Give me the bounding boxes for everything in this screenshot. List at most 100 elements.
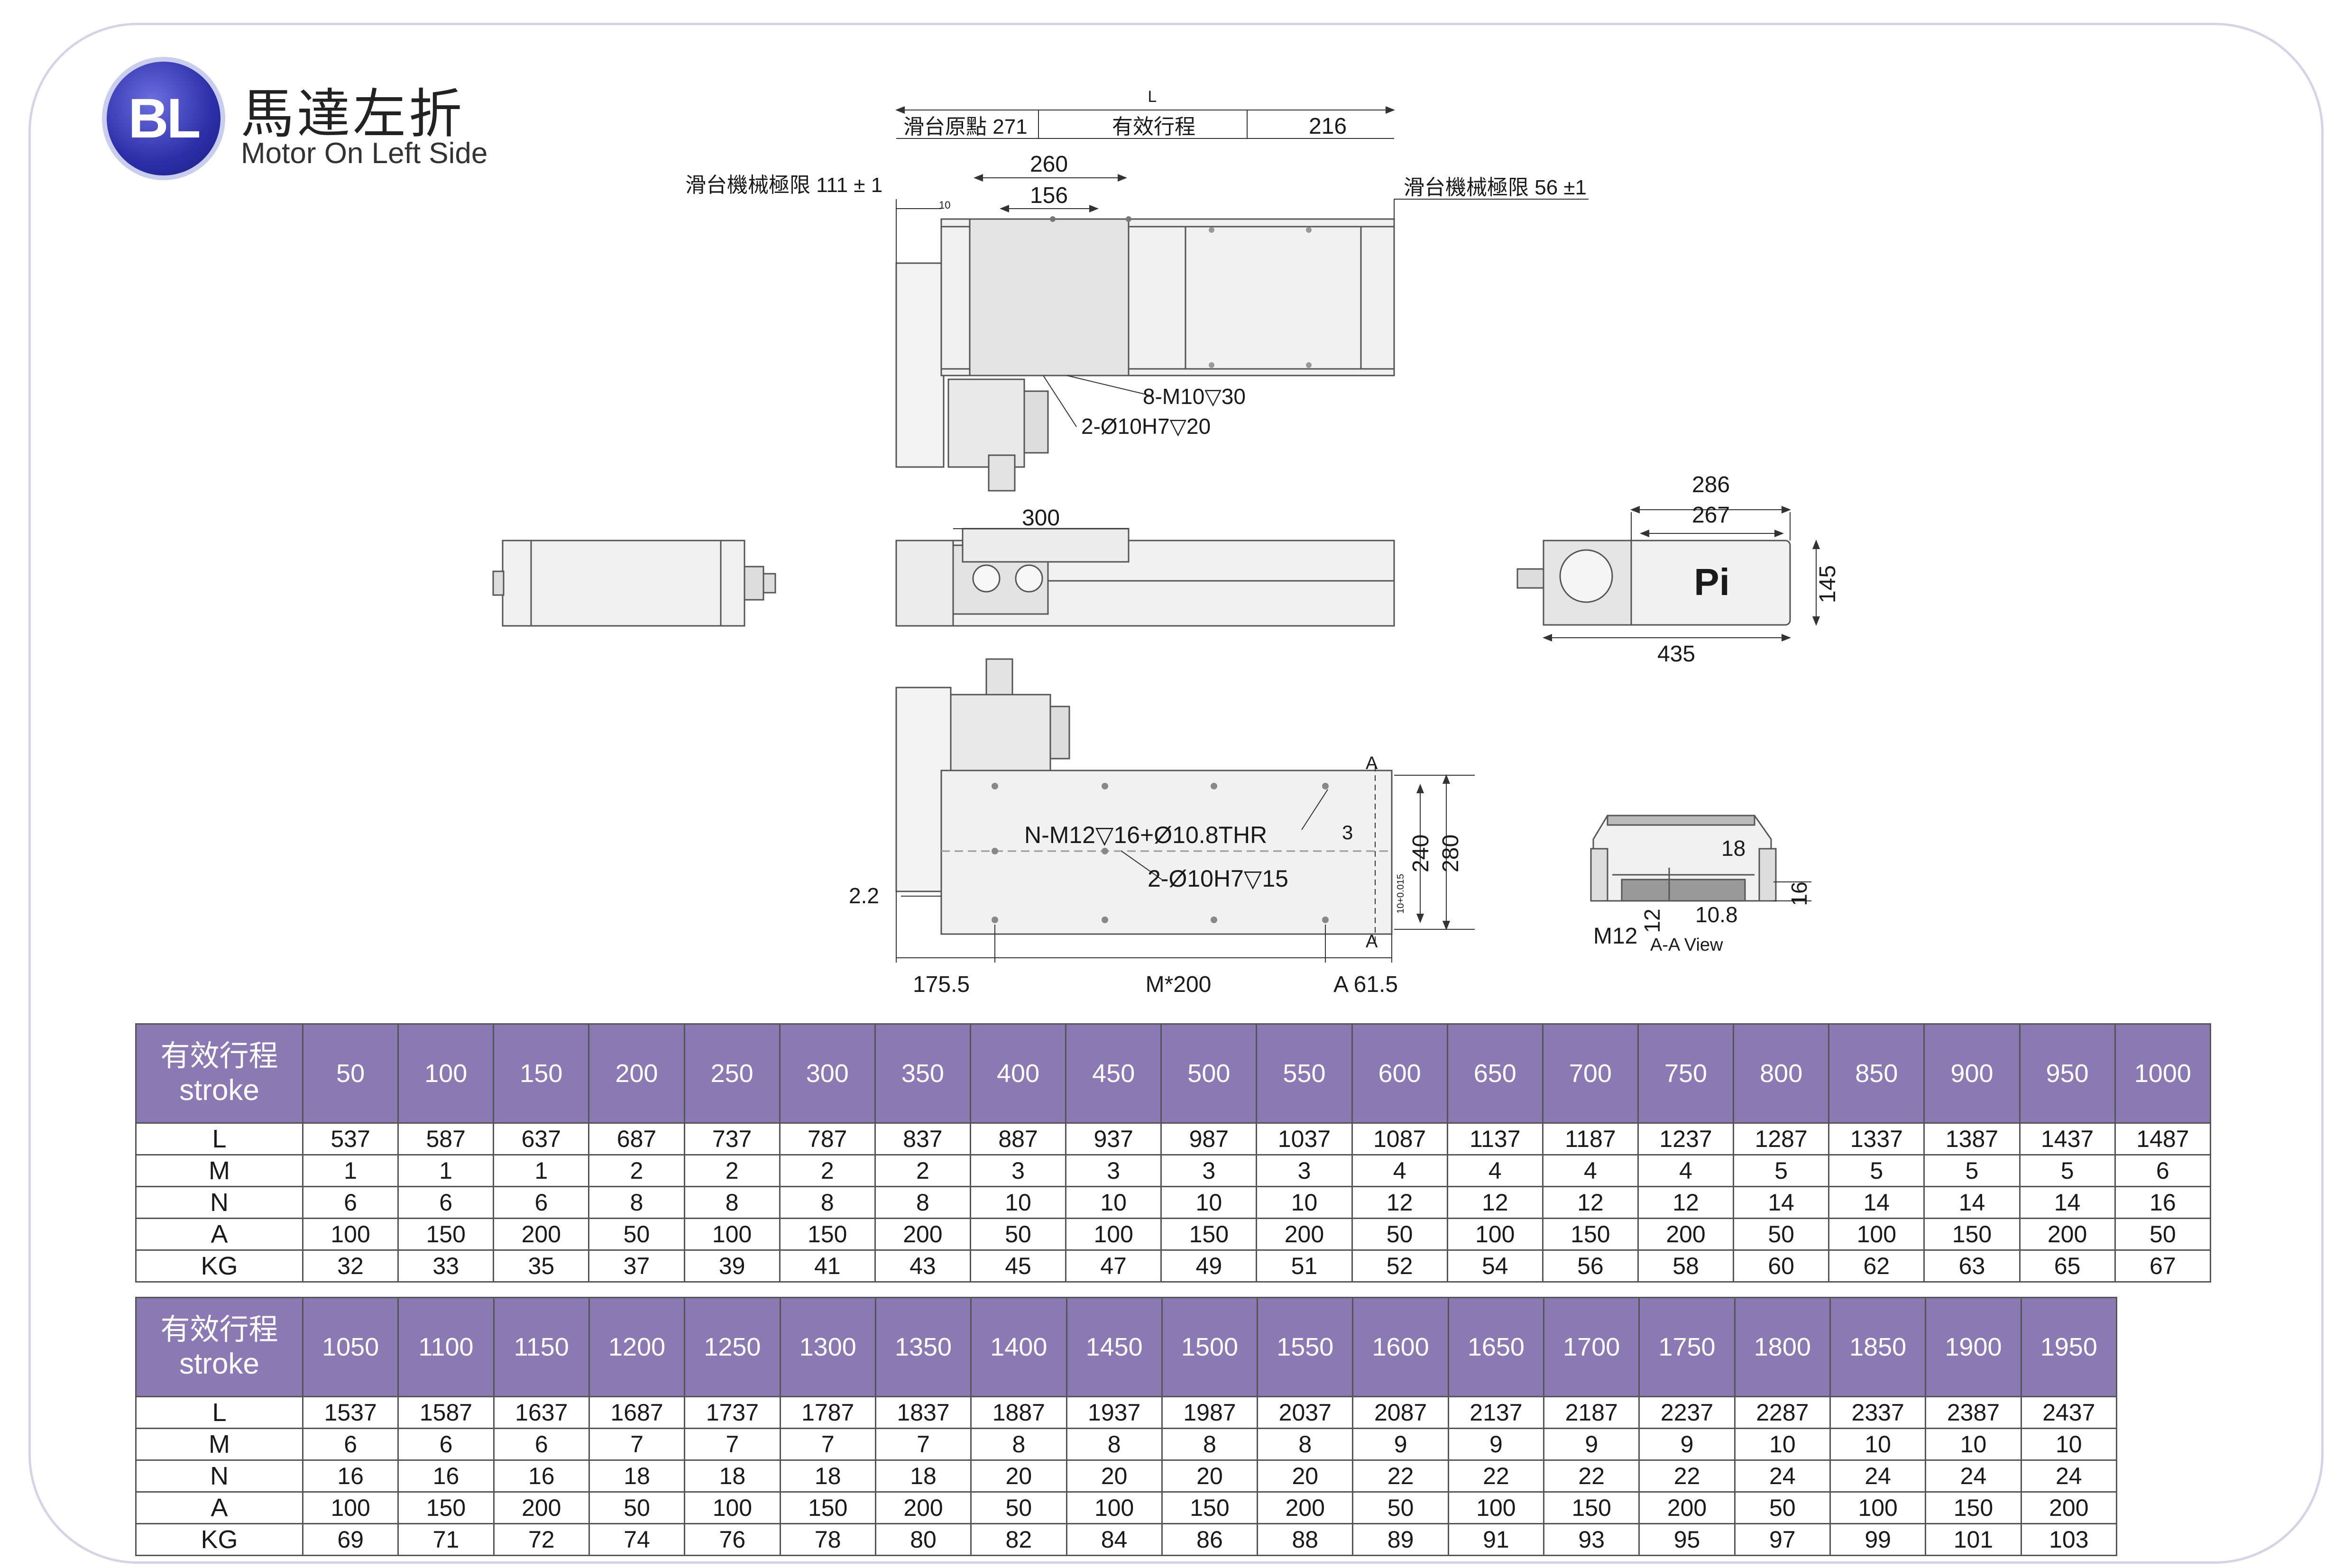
table-cell: 150 <box>1925 1491 2022 1524</box>
table-cell: 82 <box>970 1523 1067 1556</box>
table-cell: 3 <box>1065 1154 1162 1187</box>
stroke-value-header: 800 <box>1733 1023 1830 1124</box>
dim-18-label: 18 <box>1721 836 1746 861</box>
table-cell: 10 <box>1925 1428 2022 1461</box>
table-cell: 3 <box>1160 1154 1258 1187</box>
table-cell: 91 <box>1447 1523 1545 1556</box>
table-cell: 22 <box>1352 1459 1449 1493</box>
table-cell: 6 <box>2114 1154 2212 1187</box>
table-cell: 10 <box>1734 1428 1831 1461</box>
table-cell: 2337 <box>1829 1396 1927 1429</box>
stroke-value-header: 1550 <box>1257 1297 1354 1397</box>
table-cell: 937 <box>1065 1122 1162 1155</box>
table-cell: 76 <box>684 1523 781 1556</box>
badge-label: BL <box>128 87 201 150</box>
table-cell: 2087 <box>1352 1396 1449 1429</box>
table-cell: 1787 <box>779 1396 876 1429</box>
table-cell: 63 <box>1923 1249 2021 1283</box>
table-cell: 8 <box>1161 1428 1259 1461</box>
table-cell: 24 <box>2020 1459 2118 1493</box>
table-cell: 100 <box>683 1218 781 1251</box>
table-cell: 50 <box>969 1218 1067 1251</box>
stroke-value-header: 500 <box>1160 1023 1258 1124</box>
table-cell: 22 <box>1447 1459 1545 1493</box>
dim-L-label: L <box>1148 88 1157 106</box>
table-cell: 1887 <box>970 1396 1067 1429</box>
table-cell: 12 <box>1351 1186 1448 1219</box>
table-cell: 1487 <box>2114 1122 2212 1155</box>
table-cell: 50 <box>2114 1218 2212 1251</box>
table-cell: 8 <box>779 1186 876 1219</box>
stroke-value-header: 1400 <box>970 1297 1067 1397</box>
table-cell: 50 <box>1734 1491 1831 1524</box>
table-cell: 100 <box>302 1491 399 1524</box>
table-cell: 10 <box>1160 1186 1258 1219</box>
table-cell: 150 <box>779 1218 876 1251</box>
top-view <box>895 106 1589 492</box>
table-cell: 737 <box>683 1122 781 1155</box>
limit-left-label: 滑台機械極限 111 ± 1 <box>685 174 882 197</box>
table-cell: 50 <box>588 1491 686 1524</box>
table-cell: 200 <box>493 1491 590 1524</box>
table-cell: 150 <box>1543 1491 1640 1524</box>
stroke-value-header: 1750 <box>1638 1297 1736 1397</box>
stroke-value-header: 900 <box>1923 1023 2021 1124</box>
table-cell: 50 <box>1351 1218 1448 1251</box>
table-cell: 150 <box>1160 1218 1258 1251</box>
table-cell: 2 <box>779 1154 876 1187</box>
section-title: A-A View <box>1650 935 1723 955</box>
table-cell: 100 <box>1829 1491 1927 1524</box>
table-cell: 1337 <box>1828 1122 1925 1155</box>
table-cell: 54 <box>1446 1249 1544 1283</box>
table-cell: 5 <box>2019 1154 2116 1187</box>
table-cell: 12 <box>1446 1186 1544 1219</box>
table-cell: 16 <box>302 1459 399 1493</box>
table-cell: 150 <box>397 1491 495 1524</box>
table-cell: 100 <box>684 1491 781 1524</box>
table-cell: 12 <box>1542 1186 1639 1219</box>
table-cell: 93 <box>1543 1523 1640 1556</box>
table-cell: 8 <box>874 1186 971 1219</box>
table-cell: 39 <box>683 1249 781 1283</box>
table-cell: 51 <box>1256 1249 1353 1283</box>
table-cell: 200 <box>1638 1491 1736 1524</box>
table-cell: 1137 <box>1446 1122 1544 1155</box>
bottom-view <box>895 658 1475 963</box>
table-cell: 8 <box>1066 1428 1163 1461</box>
stroke-value-header: 300 <box>779 1023 876 1124</box>
tolerance-label: 10+0.015 <box>1396 874 1406 914</box>
dim-280-label: 280 <box>1438 834 1463 872</box>
stroke-value-header: 200 <box>588 1023 685 1124</box>
table-cell: 3 <box>1256 1154 1353 1187</box>
title-english: Motor On Left Side <box>241 137 488 170</box>
table-cell: 8 <box>683 1186 781 1219</box>
table-cell: 200 <box>874 1491 972 1524</box>
table-cell: 8 <box>588 1186 685 1219</box>
table-cell: 1 <box>493 1154 590 1187</box>
table-cell: 10 <box>1256 1186 1353 1219</box>
table-cell: 2287 <box>1734 1396 1831 1429</box>
table-cell: 37 <box>588 1249 685 1283</box>
table-cell: 6 <box>397 1186 495 1219</box>
table-cell: 45 <box>969 1249 1067 1283</box>
stroke-value-header: 350 <box>874 1023 971 1124</box>
table-cell: 100 <box>1446 1218 1544 1251</box>
table-cell: 14 <box>2019 1186 2116 1219</box>
stroke-value-header: 750 <box>1637 1023 1735 1124</box>
motor-flange <box>947 378 1025 468</box>
table-cell: 47 <box>1065 1249 1162 1283</box>
table-cell: 103 <box>2020 1523 2118 1556</box>
stroke-header-en: stroke <box>179 1348 259 1380</box>
table-cell: 1187 <box>1542 1122 1639 1155</box>
left-end-view <box>492 540 776 627</box>
dim-240-label: 240 <box>1408 834 1433 872</box>
row-label: N <box>135 1459 303 1493</box>
table-cell: 24 <box>1925 1459 2022 1493</box>
motor-shaft <box>988 454 1016 492</box>
stroke-value-header: 1850 <box>1829 1297 1927 1397</box>
stroke-value-header: 1800 <box>1734 1297 1831 1397</box>
table-cell: 150 <box>397 1218 495 1251</box>
table-cell: 97 <box>1734 1523 1831 1556</box>
